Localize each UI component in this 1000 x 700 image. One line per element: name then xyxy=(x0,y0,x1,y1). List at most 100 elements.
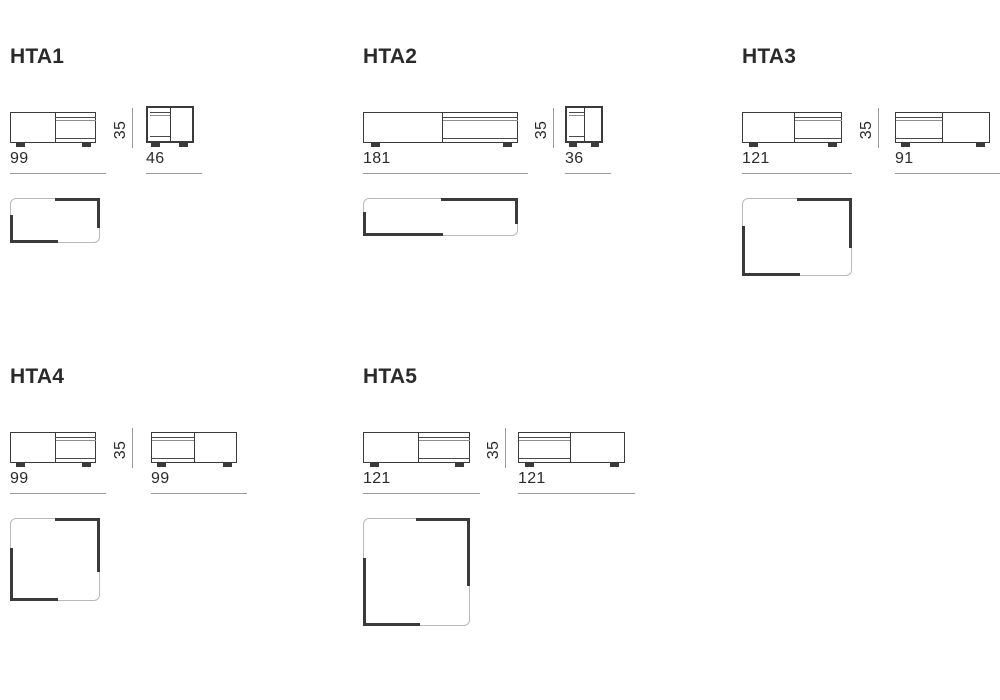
hta3-side-width-label: 91 xyxy=(895,150,914,167)
drawer-top-line xyxy=(896,117,942,118)
foot-right xyxy=(591,143,599,147)
plan-edge-left xyxy=(742,226,745,276)
drawer-top-line xyxy=(569,112,584,113)
drawer-top-line xyxy=(152,437,194,438)
plan-edge-right xyxy=(515,198,518,224)
foot-right xyxy=(179,143,188,147)
foot-right xyxy=(82,143,91,147)
model-title-hta4: HTA4 xyxy=(10,365,65,388)
plan-edge-right xyxy=(849,198,852,248)
hta5-height-label: 35 xyxy=(485,440,502,460)
foot-left xyxy=(16,143,25,147)
carcass-divider xyxy=(584,106,585,143)
drawer-top-line xyxy=(56,117,96,118)
hta5-side-width-label: 121 xyxy=(518,470,546,487)
hta5-height-dim: 35 xyxy=(483,432,505,468)
foot-left xyxy=(569,143,577,147)
hta4-side-width-label: 99 xyxy=(151,470,170,487)
hta1-height-rule xyxy=(132,108,133,148)
foot-left xyxy=(371,143,380,147)
drawer-inner-line xyxy=(56,120,96,121)
foot-right xyxy=(455,463,464,467)
carcass-divider xyxy=(442,112,443,143)
drawer-bottom-line xyxy=(419,458,470,459)
carcass-divider xyxy=(194,432,195,463)
carcass-divider xyxy=(418,432,419,463)
plan-edge-top xyxy=(441,198,518,201)
model-title-hta1: HTA1 xyxy=(10,45,65,68)
drawer-bottom-line xyxy=(443,138,518,139)
hta2-height-dim: 35 xyxy=(531,112,553,148)
drawer-bottom-line xyxy=(795,138,842,139)
drawer-inner-line xyxy=(896,120,942,121)
plan-edge-bottom xyxy=(363,623,420,626)
plan-edge-top xyxy=(55,518,100,521)
plan-outline xyxy=(363,198,518,236)
plan-edge-top xyxy=(416,518,470,521)
plan-outline xyxy=(10,518,100,601)
hta3-height-label: 35 xyxy=(858,120,875,140)
hta1-front-width-rule xyxy=(10,173,106,174)
plan-edge-top xyxy=(55,198,100,201)
drawer-bottom-line xyxy=(569,136,584,137)
carcass-outline xyxy=(518,432,625,463)
drawer-top-line xyxy=(150,112,170,113)
drawer-bottom-line xyxy=(56,138,96,139)
foot-left xyxy=(157,463,166,467)
hta2-front-width-rule xyxy=(363,173,528,174)
drawer-inner-line xyxy=(443,120,518,121)
hta2-side-width-label: 36 xyxy=(565,150,584,167)
hta5-side-width-rule xyxy=(518,493,635,494)
hta4-front-width-label: 99 xyxy=(10,470,29,487)
plan-edge-right xyxy=(97,198,100,228)
plan-outline xyxy=(10,198,100,243)
foot-right xyxy=(976,143,985,147)
hta1-side-width-label: 46 xyxy=(146,150,165,167)
drawer-inner-line xyxy=(569,115,584,116)
hta3-front-width-rule xyxy=(742,173,852,174)
drawer-inner-line xyxy=(795,120,842,121)
drawer-inner-line xyxy=(419,440,470,441)
model-title-hta2: HTA2 xyxy=(363,45,418,68)
hta5-height-rule xyxy=(505,428,506,468)
hta2-height-rule xyxy=(553,108,554,148)
plan-outline xyxy=(742,198,852,276)
hta3-height-rule xyxy=(878,108,879,148)
drawer-bottom-line xyxy=(56,458,96,459)
hta4-height-label: 35 xyxy=(112,440,129,460)
drawer-bottom-line xyxy=(152,458,194,459)
foot-left xyxy=(151,143,160,147)
foot-left xyxy=(901,143,910,147)
hta4-height-dim: 35 xyxy=(110,432,132,468)
hta4-front-width-rule xyxy=(10,493,106,494)
carcass-divider xyxy=(570,432,571,463)
carcass-divider xyxy=(170,106,171,143)
hta1-height-label: 35 xyxy=(112,120,129,140)
drawer-bottom-line xyxy=(519,458,570,459)
foot-right xyxy=(223,463,232,467)
drawer-top-line xyxy=(419,437,470,438)
carcass-divider xyxy=(55,112,56,143)
hta3-front-width-label: 121 xyxy=(742,150,770,167)
hta3-side-width-rule xyxy=(895,173,1000,174)
drawer-inner-line xyxy=(152,440,194,441)
hta5-front-width-label: 121 xyxy=(363,470,391,487)
hta1-side-width-rule xyxy=(146,173,202,174)
foot-right xyxy=(82,463,91,467)
plan-edge-bottom xyxy=(10,598,58,601)
plan-edge-left xyxy=(363,558,366,626)
carcass-divider xyxy=(794,112,795,143)
drawer-top-line xyxy=(443,117,518,118)
hta3-height-dim: 35 xyxy=(856,112,878,148)
foot-right xyxy=(610,463,619,467)
foot-left xyxy=(370,463,379,467)
hta4-side-width-rule xyxy=(151,493,247,494)
drawer-inner-line xyxy=(150,115,170,116)
plan-edge-left xyxy=(363,212,366,236)
hta2-front-width-label: 181 xyxy=(363,150,391,167)
drawer-inner-line xyxy=(56,440,96,441)
hta2-height-label: 35 xyxy=(533,120,550,140)
plan-edge-right xyxy=(467,518,470,586)
foot-left xyxy=(749,143,758,147)
